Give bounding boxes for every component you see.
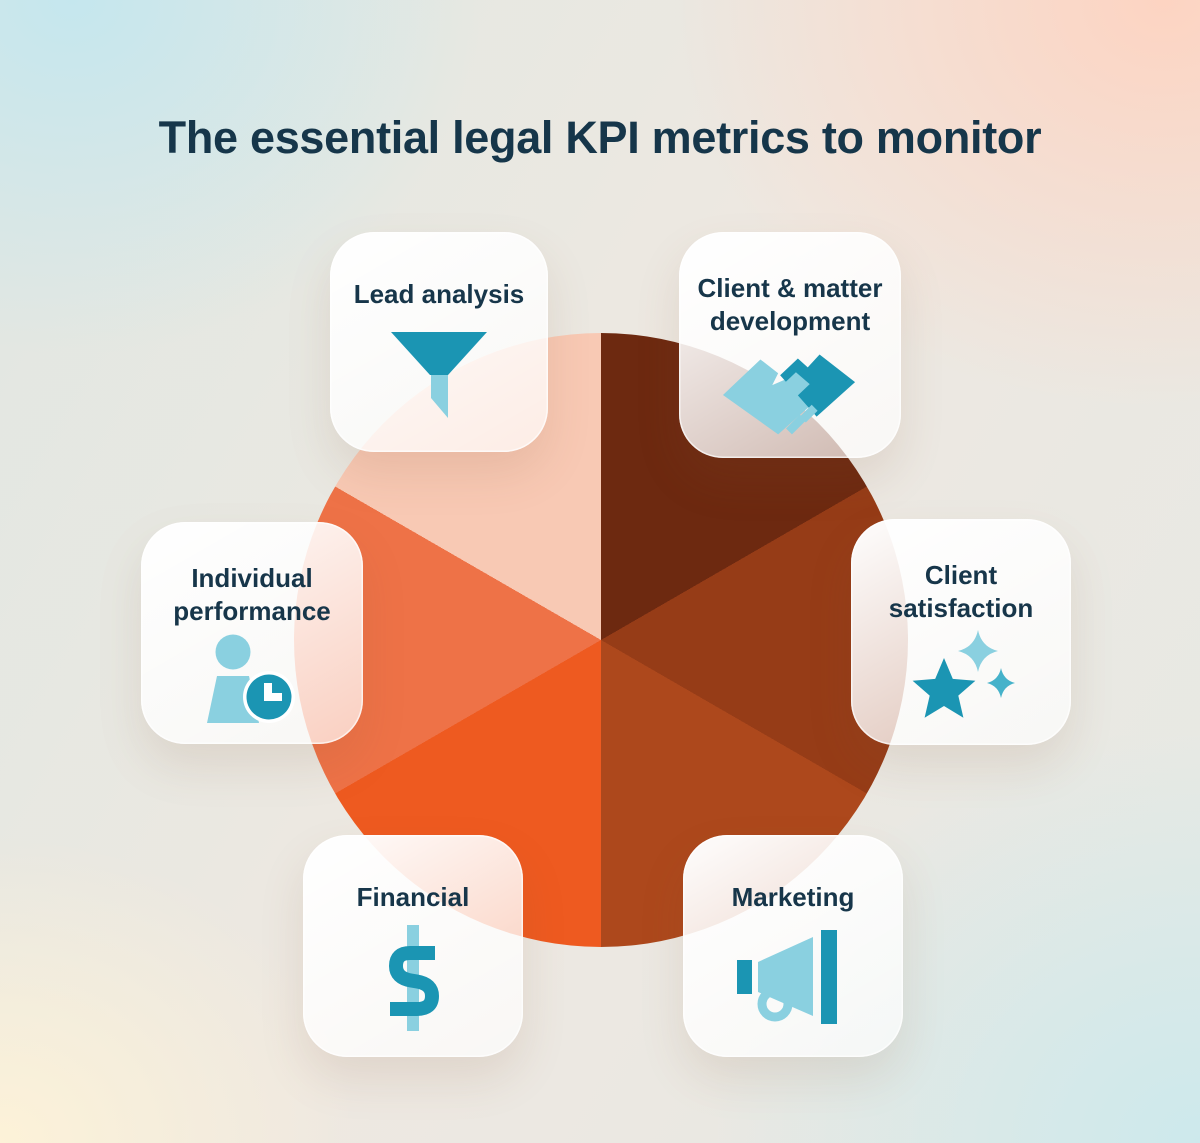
card-label: Client satisfaction [888,560,1034,623]
card-financial: Financial [303,835,523,1057]
card-label: Financial [356,882,470,912]
dollar-icon [303,914,523,1058]
card-label: Lead analysis [353,279,525,309]
megaphone-icon [683,914,903,1058]
card-label: Marketing [731,882,855,912]
funnel-icon [330,311,548,453]
card-lead-analysis: Lead analysis [330,232,548,452]
card-client-matter-development: Client & matter development [679,232,901,458]
card-label: Client & matter development [697,273,883,336]
page-title: The essential legal KPI metrics to monit… [158,112,1042,163]
card-label: Individual performance [173,563,331,626]
card-client-satisfaction: Client satisfaction [851,519,1071,745]
handshake-icon [679,337,901,458]
card-individual-performance: Individual performance [141,522,363,744]
person-clock-icon [141,627,363,744]
card-marketing: Marketing [683,835,903,1057]
star-sparkles-icon [851,624,1071,745]
